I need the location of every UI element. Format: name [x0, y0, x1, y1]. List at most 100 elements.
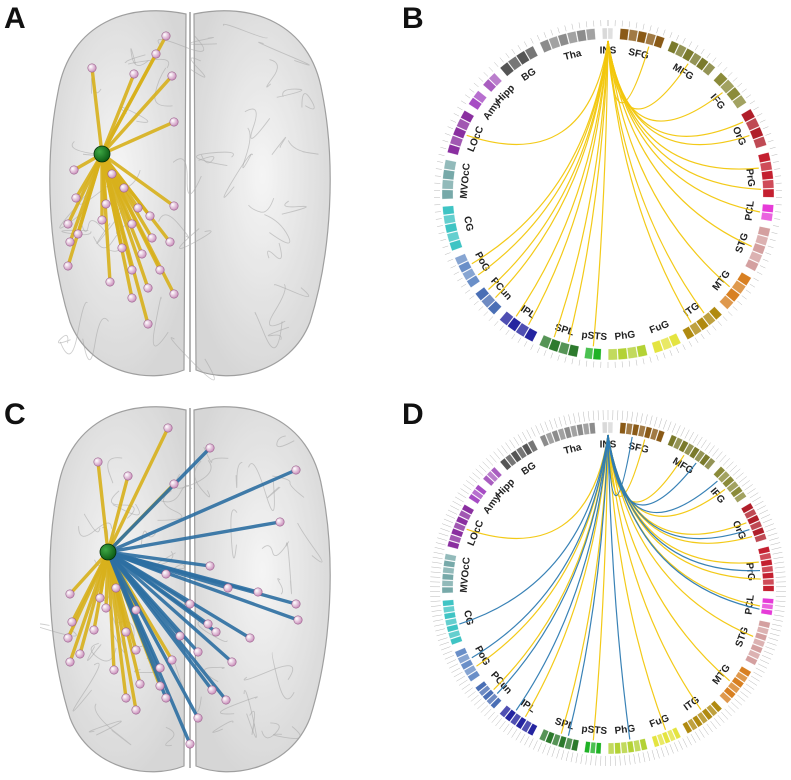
region-segment: [585, 28, 596, 41]
outer-tick: [578, 359, 581, 366]
outer-tick: [483, 72, 489, 77]
outer-tick: [550, 29, 553, 36]
gyrus-line: [277, 578, 283, 595]
outer-tick: [557, 354, 560, 361]
region-label: FuG: [648, 713, 671, 731]
chord-link: [592, 40, 609, 347]
outer-tick: [706, 329, 711, 335]
outer-tick: [741, 480, 750, 487]
outer-tick: [509, 439, 516, 449]
region-segment: [441, 179, 454, 190]
outer-tick: [688, 431, 694, 441]
chord-link: [607, 40, 752, 247]
outer-tick: [489, 454, 497, 463]
region-label: IPL: [518, 304, 537, 322]
outer-tick: [772, 619, 783, 622]
outer-tick: [464, 687, 473, 694]
outer-tick: [571, 23, 574, 30]
connection-edge: [106, 550, 252, 640]
outer-tick: [540, 423, 545, 433]
outer-tick: [628, 360, 630, 367]
region-segment: [486, 693, 498, 705]
region-segment: [736, 272, 752, 286]
region-label: PhG: [614, 723, 636, 736]
outer-tick: [775, 175, 782, 177]
outer-tick: [537, 34, 540, 41]
outer-tick: [497, 448, 504, 457]
outer-tick: [731, 702, 739, 710]
outer-tick: [712, 57, 717, 63]
node-sphere: [169, 289, 179, 299]
outer-tick: [626, 411, 629, 422]
outer-tick: [449, 663, 459, 669]
gyrus-line: [189, 57, 206, 78]
region-segment: [499, 457, 512, 471]
outer-tick: [556, 748, 560, 759]
region-segment: [713, 72, 728, 87]
chord-link: [494, 40, 609, 299]
region-label: MVOcC: [459, 163, 473, 199]
gyrus-line: [301, 93, 315, 110]
outer-tick: [704, 442, 711, 451]
node-sphere: [65, 657, 75, 667]
gyrus-line: [82, 317, 109, 361]
node-sphere: [185, 739, 195, 749]
connection-edge: [90, 66, 104, 156]
gyrus-line: [222, 23, 268, 39]
node-sphere: [205, 443, 215, 453]
region-segment: [475, 680, 488, 692]
region-segment: [499, 61, 515, 77]
node-sphere: [223, 583, 233, 593]
outer-tick: [729, 465, 738, 473]
region-segment: [687, 718, 698, 731]
outer-tick: [494, 321, 499, 326]
outer-tick: [724, 708, 732, 717]
outer-tick: [587, 411, 590, 422]
region-segment: [631, 423, 640, 436]
node-sphere: [151, 49, 161, 59]
gyrus-line: [40, 623, 77, 637]
outer-tick: [772, 552, 783, 555]
outer-tick: [727, 72, 733, 77]
region-segment: [524, 327, 538, 342]
outer-tick: [759, 119, 766, 123]
node-sphere: [131, 705, 141, 715]
outer-tick: [483, 311, 489, 316]
region-segment: [499, 311, 514, 326]
region-segment: [617, 347, 628, 360]
region-segment: [507, 317, 522, 332]
brain-panel-c: [40, 398, 350, 780]
region-segment: [688, 446, 700, 460]
region-segment: [760, 559, 773, 567]
gyrus-line: [276, 88, 303, 98]
region-segment: [446, 231, 460, 243]
node-sphere: [167, 655, 177, 665]
outer-tick: [674, 742, 679, 752]
outer-tick: [501, 445, 508, 454]
outer-tick: [669, 744, 674, 754]
chord-link: [607, 40, 731, 288]
chord-link: [592, 434, 609, 741]
outer-tick: [756, 505, 766, 511]
outer-tick: [433, 619, 444, 622]
region-segment: [563, 426, 573, 439]
outer-tick: [737, 300, 743, 306]
outer-tick: [593, 361, 595, 368]
gyrus-line: [248, 463, 275, 512]
outer-tick: [647, 751, 651, 762]
region-segment: [468, 97, 483, 111]
node-sphere: [221, 695, 231, 705]
region-segment: [692, 715, 703, 728]
node-sphere: [185, 599, 195, 609]
region-segment: [653, 35, 665, 49]
region-label: PCL: [744, 200, 757, 221]
node-sphere: [275, 517, 285, 527]
outer-tick: [774, 566, 785, 569]
outer-tick: [744, 484, 753, 491]
outer-tick: [665, 745, 670, 756]
region-segment: [626, 346, 638, 359]
outer-tick: [671, 423, 676, 433]
region-segment: [754, 533, 767, 543]
chord-link: [488, 40, 609, 290]
region-segment: [507, 55, 522, 71]
